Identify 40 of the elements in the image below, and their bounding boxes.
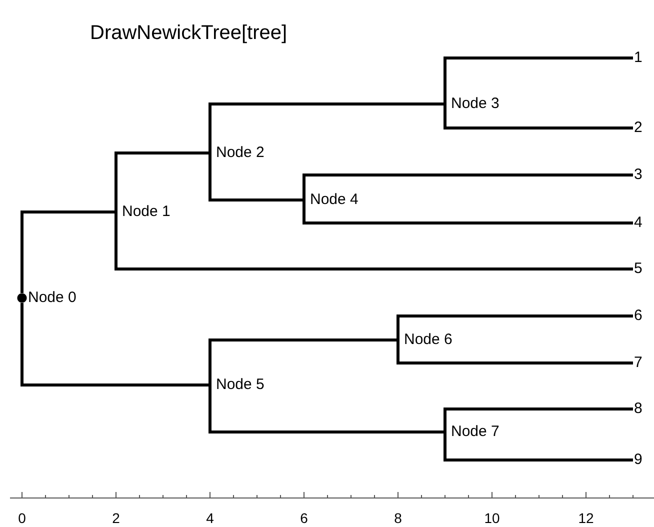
tree-branch [396,314,633,340]
leaf-label: 5 [633,260,642,278]
leaf-label: 1 [633,49,642,67]
leaf-label: 9 [633,451,642,469]
tree-branch [20,210,116,293]
node-label: Node 3 [445,95,500,113]
tick-label: 2 [112,510,120,526]
tree-branch [444,56,633,104]
tree-branch [114,152,210,212]
node-label: Node 5 [210,376,264,394]
tick-label: 6 [300,510,308,526]
tree-branch [302,174,633,200]
tree-branch [444,408,633,432]
node-label: Node 2 [210,144,264,162]
leaf-label: 4 [633,214,642,232]
tree-branch [208,385,445,434]
leaf-label: 7 [633,354,642,372]
tick-label: 12 [578,510,594,526]
tree-branch [396,340,633,364]
tick-label: 0 [18,510,26,526]
tree-branch [208,153,304,202]
tree-branch [444,104,633,130]
leaf-label: 2 [633,119,642,137]
node-label: Node 1 [116,203,170,221]
tree-branch [20,303,210,386]
tick-label: 10 [484,510,500,526]
tick-label: 8 [394,510,402,526]
node-label: Node 7 [445,423,500,441]
node-label: Node 4 [304,191,358,209]
tick-label: 4 [206,510,214,526]
tree-branch [114,212,633,270]
leaf-label: 3 [633,166,642,184]
tree-branch [302,200,633,224]
node-label: Node 6 [398,331,452,349]
leaf-label: 8 [633,400,642,418]
tree-branch [208,338,398,385]
leaf-label: 6 [633,307,642,325]
diagram-title: DrawNewickTree[tree] [90,22,288,45]
tree-branch [208,102,445,153]
tree-branch [444,432,633,462]
